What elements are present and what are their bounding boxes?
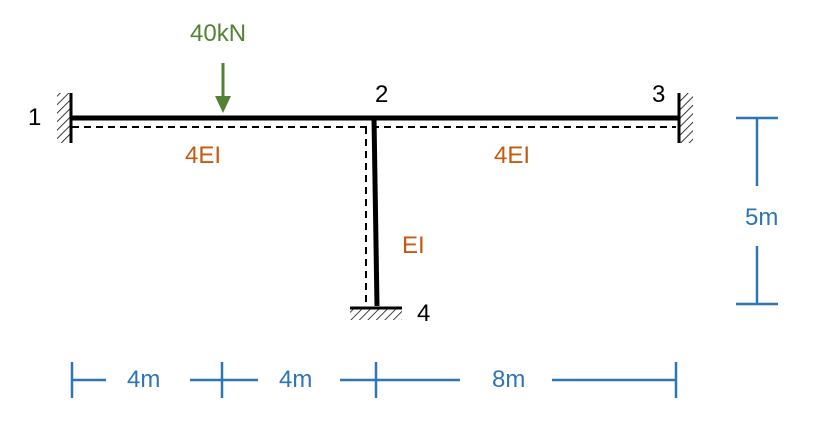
node-label-1: 1 bbox=[28, 104, 42, 131]
load-arrow-icon bbox=[215, 63, 231, 113]
node-label-3: 3 bbox=[652, 81, 666, 108]
fixed-support-1 bbox=[57, 93, 73, 143]
dimension-label-1: 4m bbox=[127, 366, 161, 393]
fixed-support-3 bbox=[677, 93, 693, 143]
node-label-2: 2 bbox=[375, 81, 389, 108]
load-label: 40kN bbox=[190, 20, 247, 47]
member-label-1-2: 4EI bbox=[185, 142, 222, 169]
member-label-2-3: 4EI bbox=[494, 142, 531, 169]
vertical-dimension bbox=[736, 116, 778, 306]
fixed-support-4 bbox=[350, 306, 402, 320]
horizontal-dimension bbox=[70, 362, 678, 398]
member-label-2-4: EI bbox=[402, 232, 425, 259]
member-2-4 bbox=[371, 117, 380, 307]
dimension-label-3: 8m bbox=[492, 366, 526, 393]
node-label-4: 4 bbox=[417, 300, 431, 327]
dimension-label-vertical: 5m bbox=[745, 204, 779, 231]
dimension-label-2: 4m bbox=[279, 366, 313, 393]
